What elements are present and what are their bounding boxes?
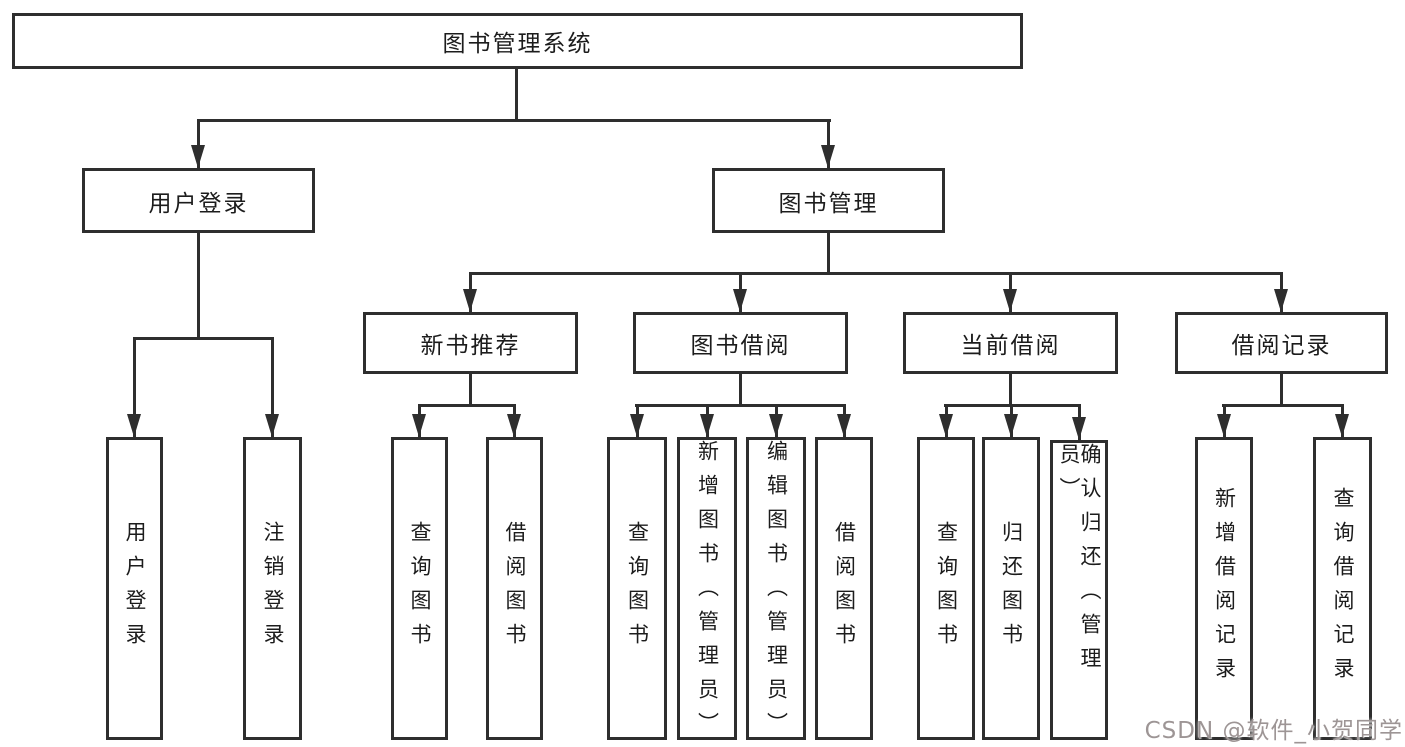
connector-line xyxy=(133,337,274,340)
node-return-books: 归还图书 xyxy=(982,437,1040,740)
connector-line xyxy=(197,119,200,168)
arrow-down-icon xyxy=(1335,414,1349,437)
node-book-management: 图书管理 xyxy=(712,168,945,233)
arrow-down-icon xyxy=(1072,417,1086,440)
arrow-down-icon xyxy=(700,414,714,437)
arrow-down-icon xyxy=(1003,289,1017,312)
connector-line xyxy=(1280,374,1283,407)
csdn-watermark: CSDN @软件_小贺同学 xyxy=(1144,718,1403,744)
node-label: 借阅图书 xyxy=(832,520,857,657)
connector-line xyxy=(1009,374,1012,407)
node-label: 注销登录 xyxy=(261,520,285,657)
node-add-books-admin: 新增图书（管理员） xyxy=(677,437,737,746)
arrow-down-icon xyxy=(769,414,783,437)
node-label: 图书管理系统 xyxy=(442,31,593,57)
arrow-down-icon xyxy=(265,414,279,437)
node-confirm-return-admin: 确认归还（管理员） xyxy=(1050,440,1108,740)
node-label: 用户登录 xyxy=(148,190,249,217)
connector-line xyxy=(515,69,518,122)
node-label: 新增图书（管理员） xyxy=(695,440,720,746)
arrow-down-icon xyxy=(1274,289,1288,312)
connector-line xyxy=(271,337,274,437)
arrow-down-icon xyxy=(837,414,851,437)
connector-line xyxy=(739,374,742,407)
node-label: 确认归还（管理员） xyxy=(1057,443,1102,681)
arrow-down-icon xyxy=(821,145,835,168)
node-add-borrow-record: 新增借阅记录 xyxy=(1195,437,1253,740)
node-label: 用户登录 xyxy=(123,520,147,657)
node-query-books-current: 查询图书 xyxy=(917,437,975,740)
node-label: 图书管理 xyxy=(778,190,879,217)
arrow-down-icon xyxy=(939,414,953,437)
node-user-login: 用户登录 xyxy=(106,437,163,740)
connector-line xyxy=(197,119,831,122)
connector-line xyxy=(469,374,472,407)
node-label: 新书推荐 xyxy=(420,333,521,359)
arrow-down-icon xyxy=(191,145,205,168)
arrow-down-icon xyxy=(507,414,521,437)
node-label: 当前借阅 xyxy=(960,333,1061,359)
connector-line xyxy=(827,119,830,168)
arrow-down-icon xyxy=(630,414,644,437)
connector-line xyxy=(133,337,136,437)
connector-line xyxy=(635,404,846,407)
connector-line xyxy=(418,404,516,407)
node-label: 编辑图书（管理员） xyxy=(764,440,789,746)
node-borrow-books-recommend: 借阅图书 xyxy=(486,437,543,740)
arrow-down-icon xyxy=(127,414,141,437)
node-borrowing-records: 借阅记录 xyxy=(1175,312,1388,374)
arrow-down-icon xyxy=(463,289,477,312)
node-query-borrow-record: 查询借阅记录 xyxy=(1313,437,1372,740)
node-query-books-recommend: 查询图书 xyxy=(391,437,448,740)
node-library-system: 图书管理系统 xyxy=(12,13,1023,69)
connector-line xyxy=(469,272,1283,275)
arrow-down-icon xyxy=(733,289,747,312)
node-current-borrowing: 当前借阅 xyxy=(903,312,1118,374)
node-label: 查询图书 xyxy=(625,520,650,657)
connector-line xyxy=(197,233,200,340)
node-label: 查询图书 xyxy=(934,520,959,657)
node-label: 借阅记录 xyxy=(1231,333,1332,359)
arrow-down-icon xyxy=(1004,414,1018,437)
arrow-down-icon xyxy=(1217,414,1231,437)
node-label: 新增借阅记录 xyxy=(1212,486,1237,691)
node-logout: 注销登录 xyxy=(243,437,302,740)
node-label: 图书借阅 xyxy=(690,333,791,359)
node-new-book-recommend: 新书推荐 xyxy=(363,312,578,374)
node-edit-books-admin: 编辑图书（管理员） xyxy=(746,437,806,746)
node-borrow-books-borrowing: 借阅图书 xyxy=(815,437,873,740)
node-label: 归还图书 xyxy=(999,520,1024,657)
node-user-login-module: 用户登录 xyxy=(82,168,315,233)
node-label: 借阅图书 xyxy=(503,520,527,657)
node-label: 查询图书 xyxy=(408,520,432,657)
node-book-borrowing: 图书借阅 xyxy=(633,312,848,374)
connector-line xyxy=(827,233,830,275)
node-label: 查询借阅记录 xyxy=(1331,486,1355,691)
connector-line xyxy=(1222,404,1344,407)
node-query-books-borrowing: 查询图书 xyxy=(607,437,667,740)
arrow-down-icon xyxy=(412,414,426,437)
